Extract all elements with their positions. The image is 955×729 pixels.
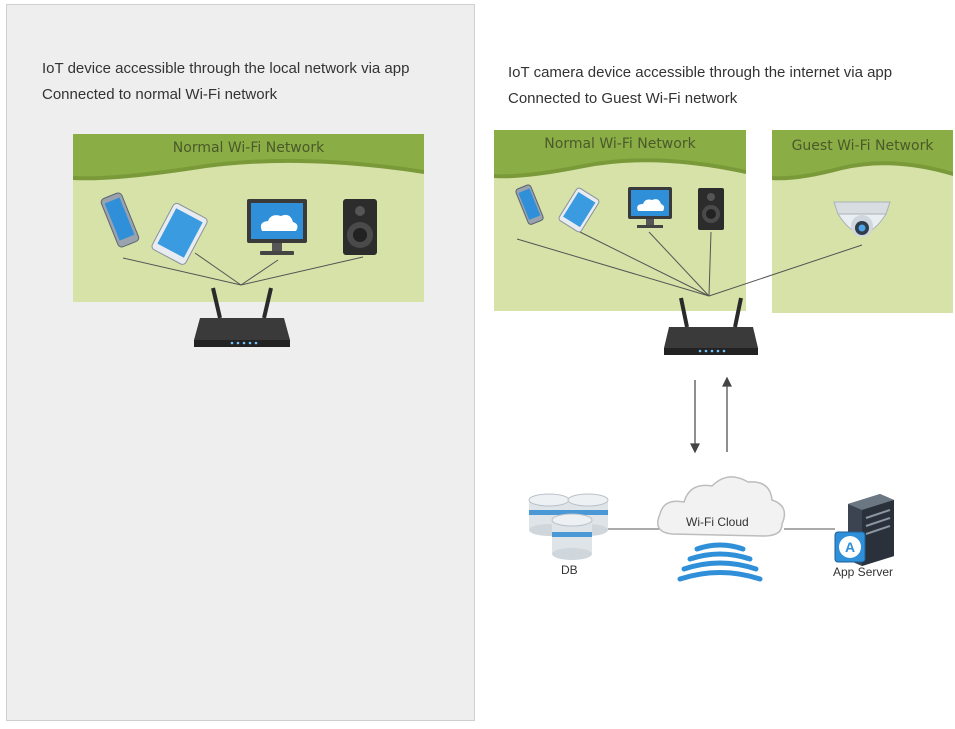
right-normal-network-title: Normal Wi-Fi Network: [544, 136, 696, 152]
data-flow-arrows: [690, 376, 732, 454]
right-caption-line1: IoT camera device accessible through the…: [508, 64, 893, 81]
right-caption-line2: Connected to Guest Wi-Fi network: [508, 90, 738, 107]
network-banner: [73, 134, 424, 181]
wifi-cloud-label: Wi-Fi Cloud: [686, 515, 749, 529]
db-label: DB: [561, 563, 578, 577]
normal-network-box: Normal Wi-Fi Network: [73, 134, 424, 302]
wifi-waves-icon: [677, 542, 763, 582]
normal-network-title: Normal Wi-Fi Network: [172, 140, 325, 156]
guest-network-box: Guest Wi-Fi Network: [772, 130, 953, 313]
right-normal-network-box: Normal Wi-Fi Network: [494, 130, 746, 311]
right-network-banner: [494, 130, 746, 179]
svg-text:A: A: [845, 539, 855, 555]
database-icon: [528, 493, 609, 560]
guest-network-title: Guest Wi-Fi Network: [791, 138, 934, 154]
app-server-icon: A: [834, 494, 894, 566]
guest-network-banner: [772, 130, 953, 181]
left-caption-line2: Connected to normal Wi-Fi network: [42, 86, 278, 103]
app-server-label: App Server: [833, 565, 894, 579]
right-caption: IoT camera device accessible through the…: [508, 60, 892, 112]
left-panel: [6, 4, 475, 721]
left-caption-line1: IoT device accessible through the local …: [42, 60, 410, 77]
left-caption: IoT device accessible through the local …: [42, 56, 409, 108]
